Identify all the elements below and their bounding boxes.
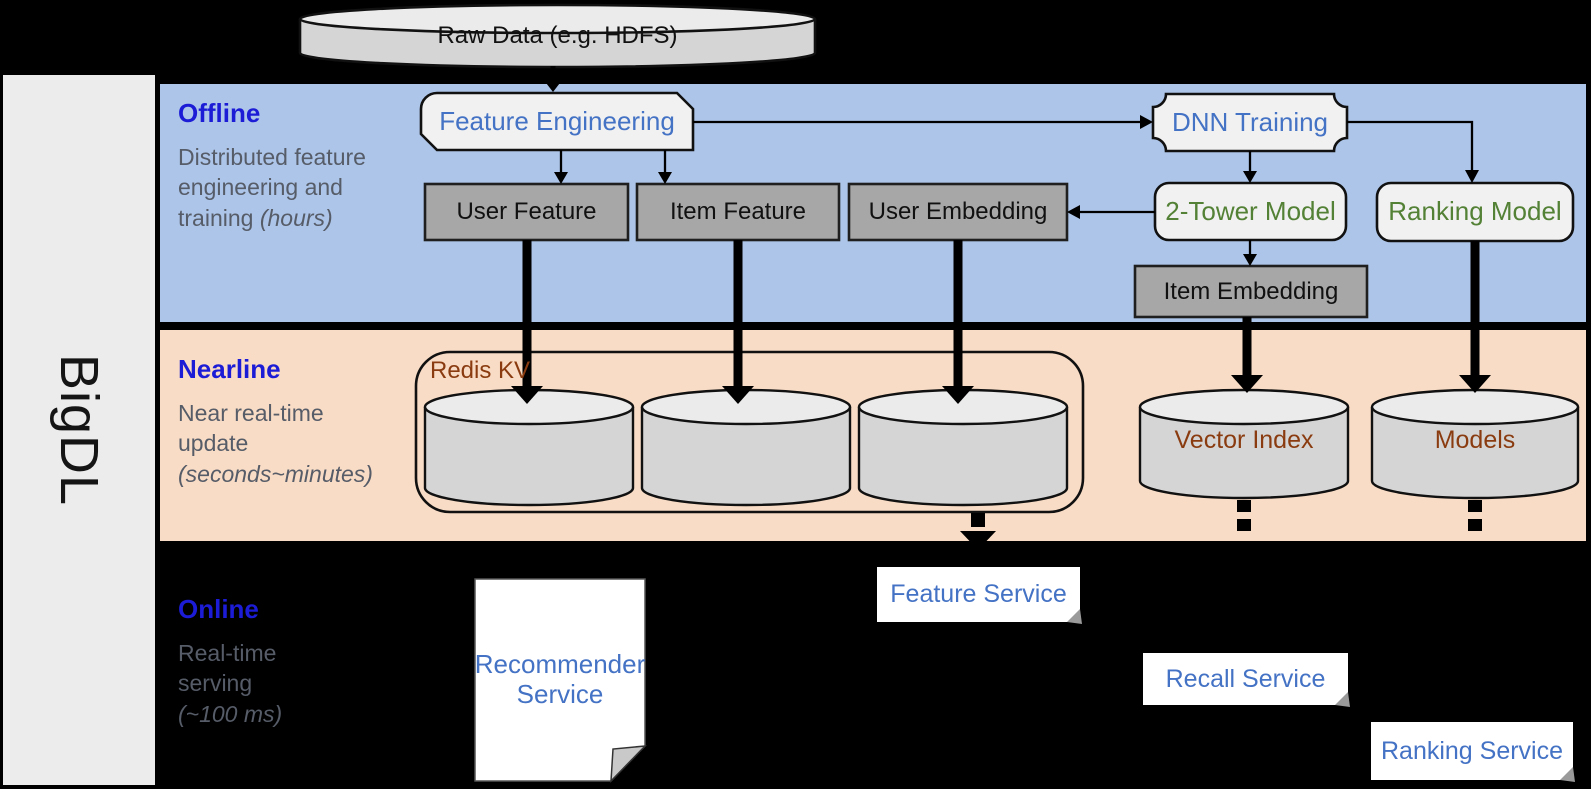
feature-engineering-label: Feature Engineering [439,105,675,136]
online-duration-note: (~100 ms) [178,700,283,727]
arrow-fe-to-dnn-training [693,115,1153,129]
redis-cylinder-1 [423,388,635,507]
nearline-section-label: Nearline [178,354,281,385]
recall-service-label: Recall Service [1165,664,1326,693]
redis-kv-label: Redis KV [430,357,531,385]
bigdl-sidebar: BigDL [3,75,155,785]
recommender-service-document [474,578,647,783]
dashed-link-models [1468,500,1482,531]
user-feature-label: User Feature [456,198,597,226]
dnn-training-label: DNN Training [1171,106,1329,137]
dnn-training-shape [1151,92,1349,153]
arrow-fe-to-user-feature [554,150,568,184]
raw-data-label: Raw Data (e.g. HDFS) [437,22,678,50]
dashed-arrow-redis-to-feature-service [960,513,996,550]
arrow-user-embedding-to-redis [942,240,974,404]
dashed-link-vector-index [1237,500,1251,531]
user-embedding-label: User Embedding [868,198,1048,226]
item-feature-label: Item Feature [669,198,807,226]
ranking-service-label: Ranking Service [1380,736,1564,765]
arrow-ranking-model-to-models [1459,241,1491,393]
ranking-service-box-shape [1371,722,1575,782]
feature-service-box-shape [877,567,1082,624]
recall-service-box-shape [1143,653,1350,707]
raw-data-cylinder-shape [298,3,817,69]
models-label: Models [1434,425,1516,454]
arrow-two-tower-to-item-embedding [1243,240,1257,266]
online-section-desc: Real-time serving (~100 ms) [178,640,283,727]
arrow-user-feature-to-redis [511,240,543,404]
arrow-item-embedding-to-vector-index [1231,317,1263,393]
nearline-duration-note: (seconds~minutes) [178,460,373,487]
arrow-dnn-to-two-tower [1243,151,1257,183]
item-embedding-label: Item Embedding [1163,277,1339,305]
redis-cylinder-2 [640,388,852,507]
online-section-label: Online [178,594,259,625]
arrow-two-tower-to-user-embedding [1067,205,1155,219]
arrow-item-feature-to-redis [722,240,754,404]
feature-engineering-shape [419,91,695,152]
offline-duration-note: (hours) [259,204,333,231]
document-fold-corner [610,745,647,783]
redis-cylinder-3 [857,388,1069,507]
arrow-rawdata-to-fe [543,66,563,92]
models-cylinder [1370,388,1580,500]
recommender-service-label: Recommender Service [474,649,646,709]
arrow-dnn-to-ranking-model [1347,120,1479,183]
vector-index-cylinder [1138,388,1350,500]
ranking-model-label: Ranking Model [1388,196,1562,227]
feature-service-label: Feature Service [890,580,1067,609]
arrow-fe-to-item-feature [658,150,672,184]
nearline-section-desc: Near real-time update (seconds~minutes) [178,400,373,487]
two-tower-model-label: 2-Tower Model [1165,195,1336,226]
item-embedding-box [1133,264,1369,319]
offline-section-desc: Distributed feature engineering and trai… [178,144,366,231]
vector-index-label: Vector Index [1174,425,1314,454]
offline-section-label: Offline [178,98,261,129]
redis-kv-container [414,350,1085,514]
